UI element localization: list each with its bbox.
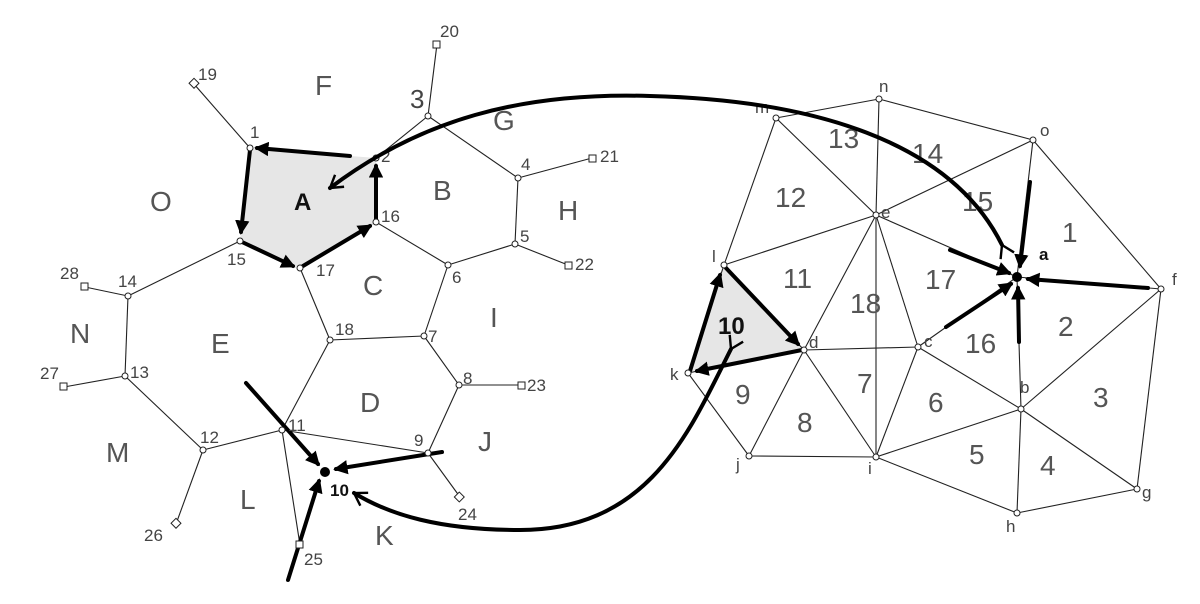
vertex-label-2: 2	[381, 147, 390, 166]
vertex-label-n: n	[879, 77, 888, 96]
face-label-8: 8	[797, 407, 813, 438]
face-label-6: 6	[928, 387, 944, 418]
vertex-label-8: 8	[463, 369, 472, 388]
vertex-label-17: 17	[316, 261, 335, 280]
vertex-label-4: 4	[521, 155, 530, 174]
vertex-a-dot	[1012, 272, 1022, 282]
face-label-m: M	[106, 437, 129, 468]
face-label-2: 2	[1058, 311, 1074, 342]
hanging-label-25: 25	[304, 550, 323, 569]
vertex-label-j: j	[735, 455, 740, 474]
face-label-k: K	[375, 520, 394, 551]
face-label-e: E	[211, 328, 230, 359]
vertex-label-1: 1	[250, 123, 259, 142]
face-label-18: 18	[850, 288, 881, 319]
face-label-j: J	[478, 426, 492, 457]
right-graph: a b c d e f g h i j k l m n o 1 2 3 4 5 …	[670, 77, 1177, 536]
vertex-label-16: 16	[381, 207, 400, 226]
right-face-labels: 1 2 3 4 5 6 7 8 9 10 11 12 13 14 15 16 1…	[718, 123, 1109, 481]
vertex-label-b: b	[1020, 378, 1029, 397]
vertex-label-c: c	[924, 332, 933, 351]
vertex-label-d: d	[809, 333, 818, 352]
vertex-label-15: 15	[227, 250, 246, 269]
face-label-10: 10	[718, 313, 745, 340]
face-label-f: F	[315, 70, 332, 101]
vertex-label-l: l	[712, 247, 716, 266]
face-label-4: 4	[1040, 450, 1056, 481]
face-label-17: 17	[925, 264, 956, 295]
vertex-label-7: 7	[428, 327, 437, 346]
face-label-i: I	[490, 302, 498, 333]
face-label-1: 1	[1062, 217, 1078, 248]
hanging-label-19: 19	[198, 65, 217, 84]
face-label-12: 12	[775, 182, 806, 213]
face-label-g: G	[493, 105, 515, 136]
left-hanging-labels: 19 20 21 22 23 24 25 26 27 28	[40, 22, 619, 569]
hanging-label-27: 27	[40, 364, 59, 383]
vertex-label-o: o	[1040, 121, 1049, 140]
face-label-n: N	[70, 318, 90, 349]
vertex-label-3: 3	[410, 84, 424, 114]
curve-face-a-to-vertex-a	[328, 93, 1015, 260]
vertex-label-6: 6	[452, 268, 461, 287]
correspondence-curves	[328, 93, 1015, 533]
face-label-c: C	[363, 270, 383, 301]
left-face-labels: A B C D E F G H I J K L M N O	[70, 70, 578, 551]
face-label-d: D	[360, 387, 380, 418]
face-label-15: 15	[962, 186, 993, 217]
vertex-label-9: 9	[414, 431, 423, 450]
hanging-label-22: 22	[575, 255, 594, 274]
vertex-label-k: k	[670, 365, 679, 384]
hanging-label-23: 23	[527, 376, 546, 395]
vertex-label-5: 5	[520, 227, 529, 246]
vertex-label-13: 13	[130, 363, 149, 382]
vertex-label-10: 10	[330, 481, 349, 500]
vertex-10-dot	[320, 467, 330, 477]
vertex-label-14: 14	[118, 272, 137, 291]
hanging-label-20: 20	[440, 22, 459, 41]
face-label-16: 16	[965, 328, 996, 359]
face-label-9: 9	[735, 379, 751, 410]
face-label-3: 3	[1093, 382, 1109, 413]
face-label-h: H	[558, 195, 578, 226]
hanging-label-24: 24	[458, 505, 477, 524]
arrows-to-vertex-a	[944, 180, 1150, 344]
vertex-label-i: i	[868, 459, 872, 478]
face-label-7: 7	[857, 368, 873, 399]
face-label-l: L	[240, 484, 256, 515]
vertex-label-h: h	[1006, 517, 1015, 536]
vertex-label-11: 11	[288, 416, 306, 435]
face-label-b: B	[433, 175, 452, 206]
face-label-11: 11	[783, 263, 812, 294]
vertex-label-f: f	[1172, 270, 1177, 289]
curve-face-10-to-vertex-10	[352, 334, 744, 533]
face-label-5: 5	[969, 439, 985, 470]
face-label-a: A	[294, 189, 311, 216]
vertex-label-a: a	[1039, 245, 1049, 264]
hanging-label-26: 26	[144, 526, 163, 545]
left-vertex-labels: 1 2 3 4 5 6 7 8 9 10 11 12 13 14 15 16 1…	[118, 84, 530, 500]
vertex-label-g: g	[1142, 483, 1151, 502]
right-graph-vertices	[684, 95, 1165, 517]
hanging-label-28: 28	[60, 264, 79, 283]
hanging-label-21: 21	[600, 147, 619, 166]
vertex-label-12: 12	[200, 428, 219, 447]
vertex-label-e: e	[881, 203, 890, 222]
face-label-o: O	[150, 186, 172, 217]
left-graph: 1 2 3 4 5 6 7 8 9 10 11 12 13 14 15 16 1…	[40, 22, 619, 582]
vertex-label-18: 18	[335, 320, 354, 339]
